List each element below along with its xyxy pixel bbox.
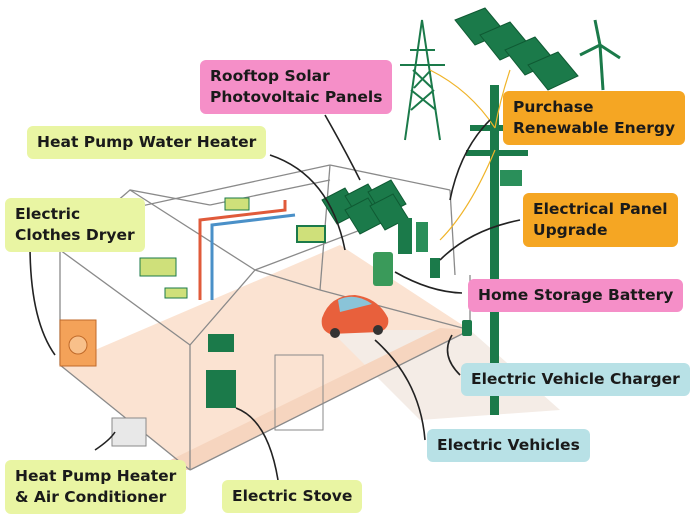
label-electric-vehicles: Electric Vehicles <box>427 429 590 462</box>
electrical-panel <box>398 218 440 278</box>
ev-charger <box>462 320 472 336</box>
label-heat-pump-hvac: Heat Pump Heater & Air Conditioner <box>5 460 186 514</box>
home-storage-battery <box>373 252 393 286</box>
label-electrical-panel-upgrade: Electrical Panel Upgrade <box>523 193 678 247</box>
label-heat-pump-water-heater: Heat Pump Water Heater <box>27 126 266 159</box>
heat-pump-unit <box>112 418 146 446</box>
dryer-door <box>69 336 87 354</box>
label-purchase-renewable: Purchase Renewable Energy <box>503 91 685 145</box>
heat-pump-water-heater <box>297 226 325 242</box>
label-electric-stove: Electric Stove <box>222 480 362 513</box>
attic-duct <box>165 288 187 298</box>
label-ev-charger: Electric Vehicle Charger <box>461 363 690 396</box>
electric-stove <box>206 370 236 408</box>
transmission-tower <box>400 20 445 140</box>
solar-farm <box>455 8 578 90</box>
label-home-storage-battery: Home Storage Battery <box>468 279 683 312</box>
wind-turbine <box>580 20 620 90</box>
range-hood <box>208 334 234 352</box>
label-electric-clothes-dryer: Electric Clothes Dryer <box>5 198 145 252</box>
label-rooftop-solar: Rooftop Solar Photovoltaic Panels <box>200 60 392 114</box>
rooftop-solar-panels <box>322 180 408 234</box>
ventilation-unit <box>140 258 176 276</box>
ceiling-unit <box>225 198 249 210</box>
